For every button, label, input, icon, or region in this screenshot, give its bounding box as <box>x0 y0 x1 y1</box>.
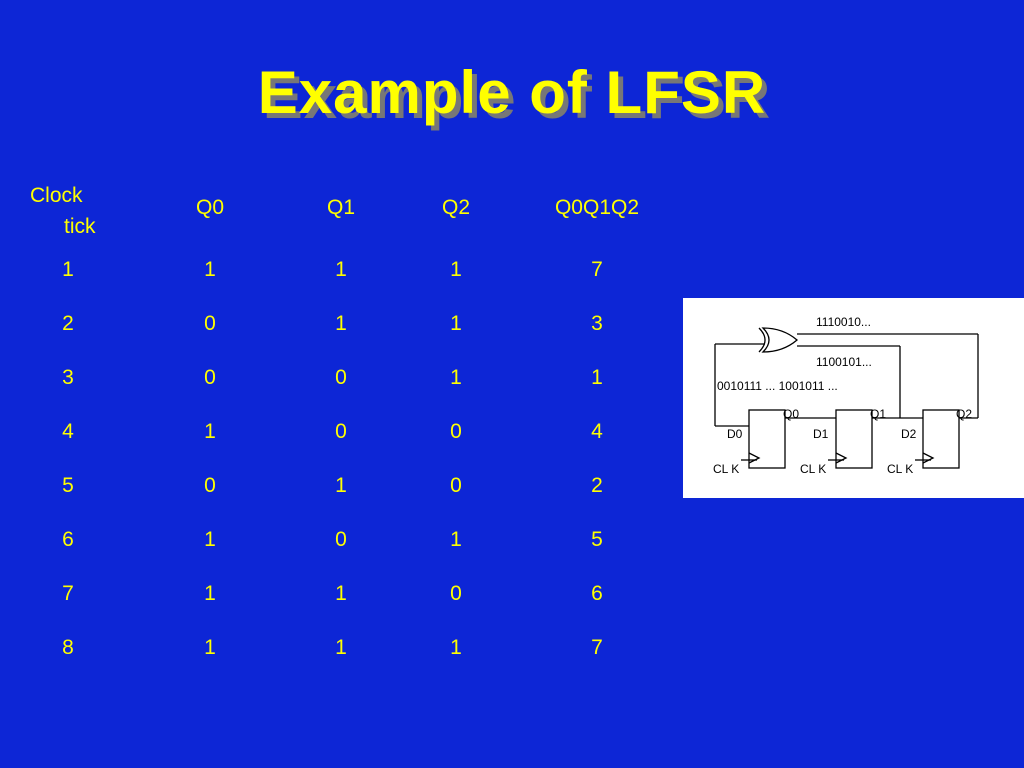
cell-q2: 0 <box>450 582 462 605</box>
cell-q0: 1 <box>204 420 216 443</box>
cell-q2: 1 <box>450 528 462 551</box>
xor-gate-body <box>761 327 798 353</box>
lfsr-circuit-svg: 1110010... 1100101... 0010111 ... 100101… <box>713 315 979 476</box>
clk-label-2: CL K <box>887 462 913 476</box>
cell-combined: 6 <box>591 582 603 605</box>
q2-label: Q2 <box>956 407 972 421</box>
cell-combined: 3 <box>591 312 603 335</box>
cell-q2: 1 <box>450 258 462 281</box>
cell-q1: 0 <box>335 420 347 443</box>
sequence-left-label: 0010111 ... 1001011 ... <box>717 379 838 393</box>
cell-q2: 1 <box>450 366 462 389</box>
q1-label: Q1 <box>870 407 886 421</box>
flipflop-2 <box>922 409 960 469</box>
cell-combined: 1 <box>591 366 603 389</box>
cell-combined: 7 <box>591 258 603 281</box>
cell-q2: 1 <box>450 312 462 335</box>
header-q2: Q2 <box>441 196 470 219</box>
cell-tick: 1 <box>62 258 74 281</box>
cell-combined: 7 <box>591 636 603 659</box>
q0-label: Q0 <box>783 407 799 421</box>
cell-q1: 0 <box>335 366 347 389</box>
cell-tick: 8 <box>62 636 74 659</box>
cell-tick: 6 <box>62 528 74 551</box>
cell-q1: 0 <box>335 528 347 551</box>
cell-q1: 1 <box>335 636 347 659</box>
header-q0q1q2: Q0Q1Q2 <box>554 196 640 219</box>
clk-label-0: CL K <box>713 462 739 476</box>
xor-gate-input-arc <box>758 327 766 353</box>
cell-q2: 0 <box>450 420 462 443</box>
cell-q1: 1 <box>335 312 347 335</box>
cell-q2: 1 <box>450 636 462 659</box>
cell-q1: 1 <box>335 474 347 497</box>
cell-q0: 1 <box>204 528 216 551</box>
cell-q1: 1 <box>335 258 347 281</box>
sequence-mid-label: 1100101... <box>816 355 872 369</box>
cell-q1: 1 <box>335 582 347 605</box>
clk-label-1: CL K <box>800 462 826 476</box>
d2-label: D2 <box>901 427 917 441</box>
cell-q0: 1 <box>204 258 216 281</box>
header-q0: Q0 <box>195 196 224 219</box>
cell-q0: 0 <box>204 366 216 389</box>
cell-q0: 1 <box>204 582 216 605</box>
slide-title: Example of LFSR <box>257 59 767 126</box>
cell-tick: 5 <box>62 474 74 497</box>
flipflop-1 <box>835 409 873 469</box>
cell-tick: 4 <box>62 420 74 443</box>
cell-q0: 0 <box>204 474 216 497</box>
header-clock-tick: Clock tick <box>30 180 96 242</box>
cell-combined: 2 <box>591 474 603 497</box>
cell-q0: 0 <box>204 312 216 335</box>
cell-q2: 0 <box>450 474 462 497</box>
d1-label: D1 <box>813 427 829 441</box>
cell-combined: 4 <box>591 420 603 443</box>
cell-tick: 7 <box>62 582 74 605</box>
header-clock-line2: tick <box>64 215 96 238</box>
lfsr-circuit-diagram: 1110010... 1100101... 0010111 ... 100101… <box>683 298 1024 498</box>
cell-q0: 1 <box>204 636 216 659</box>
header-clock-line1: Clock <box>30 184 83 207</box>
flipflop-0 <box>748 409 786 469</box>
header-q1: Q1 <box>326 196 355 219</box>
d0-label: D0 <box>727 427 743 441</box>
cell-tick: 3 <box>62 366 74 389</box>
cell-tick: 2 <box>62 312 74 335</box>
cell-combined: 5 <box>591 528 603 551</box>
sequence-top-label: 1110010... <box>816 315 871 329</box>
